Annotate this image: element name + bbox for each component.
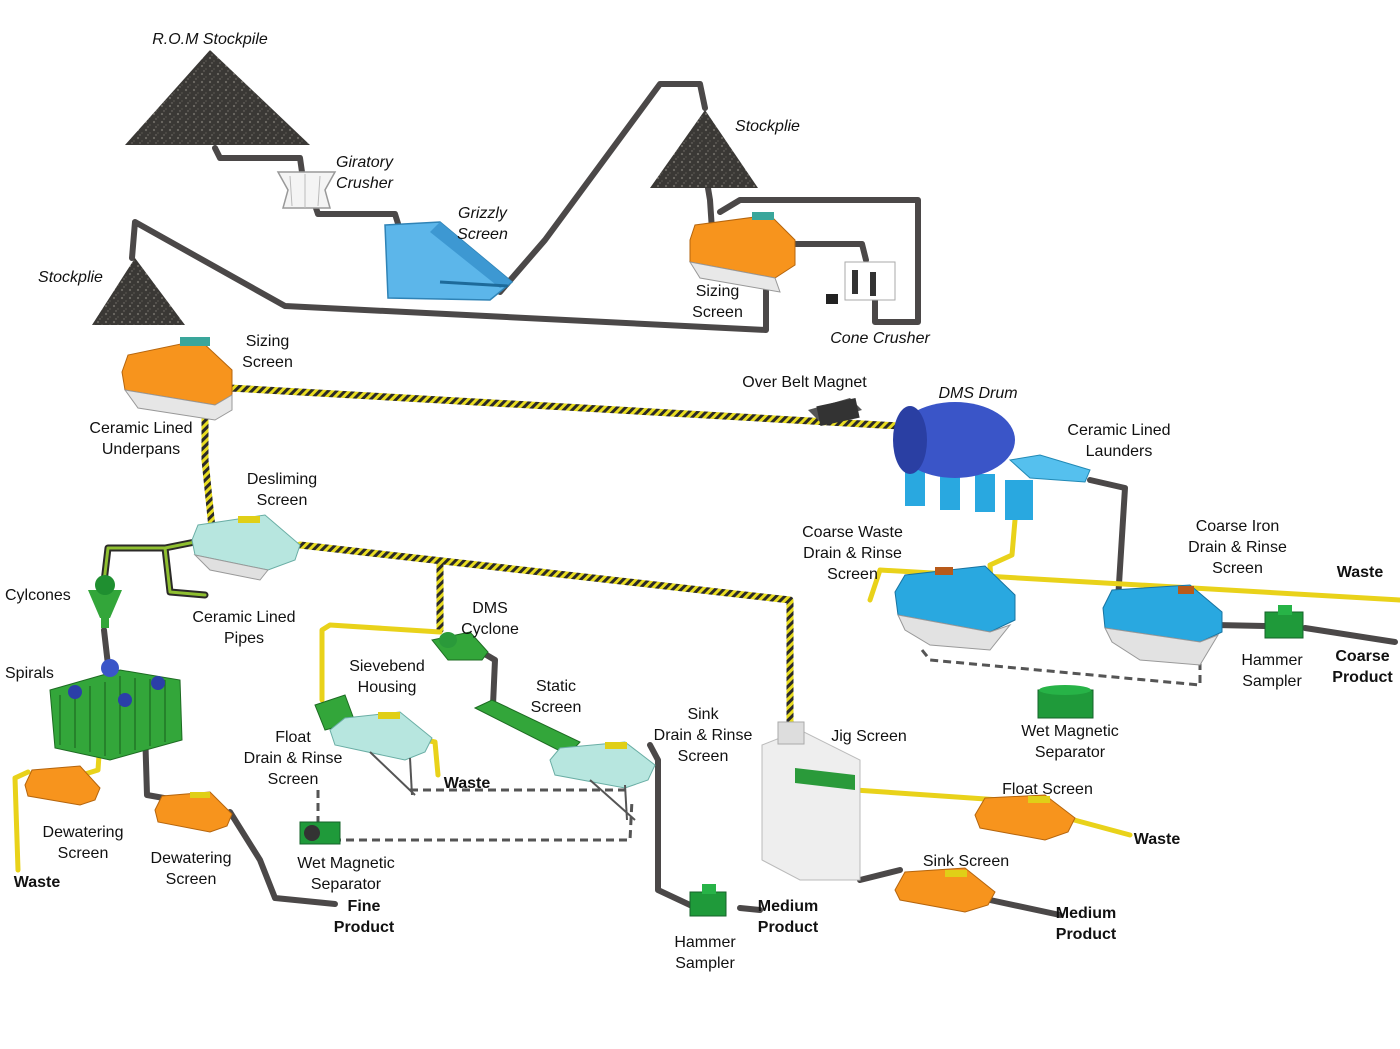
label-ceramic-lined-launders: Ceramic Lined Launders <box>1067 422 1171 460</box>
label-wet-magnetic-separator-right: Wet Magnetic Separator <box>1021 723 1119 761</box>
hammer-sampler-bottom <box>689 884 727 917</box>
label-dewatering-screen-2: Dewatering Screen <box>150 850 232 888</box>
wet-magnetic-separator-left <box>299 821 341 845</box>
label-waste-left: Waste <box>13 874 61 891</box>
top-stockpile-heap <box>650 110 758 188</box>
wet-magnetic-separator-right <box>1037 685 1094 719</box>
spirals <box>49 659 183 761</box>
label-wet-magnetic-separator-left: Wet Magnetic Separator <box>297 855 395 893</box>
jig-screen <box>761 721 861 881</box>
belt-jig-to-sink <box>857 867 903 883</box>
sizing-screen-left <box>121 337 233 421</box>
cyclones <box>88 575 122 628</box>
label-stockplie-top: Stockplie <box>735 118 800 135</box>
label-static-screen: Static Screen <box>530 678 582 716</box>
label-float-drain-rinse-screen: Float Drain & Rinse Screen <box>243 729 343 788</box>
label-cylcones: Cylcones <box>5 587 71 604</box>
label-waste-middle: Waste <box>443 775 491 792</box>
pipe-left-waste <box>12 769 31 873</box>
belt-grizzly-to-stockpile <box>497 81 708 295</box>
desliming-screen <box>191 514 301 581</box>
belt-sizing-to-left-stockpile <box>129 219 769 333</box>
pipe-coarse-waste-to-waste <box>867 567 1400 603</box>
label-ceramic-lined-pipes: Ceramic Lined Pipes <box>192 609 296 647</box>
label-grizzly-screen: Grizzly Screen <box>457 205 508 243</box>
static-screen <box>473 699 581 756</box>
belt-dewater-to-fine <box>227 809 338 907</box>
pipe-sizing-to-drum <box>226 384 1009 436</box>
label-ceramic-lined-underpans: Ceramic Lined Underpans <box>89 420 193 458</box>
label-hammer-sampler-bottom: Hammer Sampler <box>674 934 736 972</box>
float-screen <box>974 794 1076 841</box>
ceramic-pipes <box>201 384 1009 729</box>
label-waste-right: Waste <box>1336 564 1384 581</box>
coarse-iron-screen <box>1102 584 1223 666</box>
label-over-belt-magnet: Over Belt Magnet <box>742 374 867 391</box>
label-medium-product-1: Medium Product <box>757 898 819 936</box>
grizzly-screen <box>384 221 514 301</box>
dms-drum <box>893 402 1091 520</box>
left-stockpile-heap <box>92 258 185 325</box>
label-coarse-iron-screen: Coarse Iron Drain & Rinse Screen <box>1188 518 1287 577</box>
pipe-dms-to-sievebend <box>319 622 443 703</box>
cone-crusher <box>826 261 896 304</box>
belt-sizing-to-cone <box>777 241 869 263</box>
label-waste-jig: Waste <box>1133 831 1181 848</box>
sizing-screen-top <box>688 212 796 293</box>
label-fine-product: Fine Product <box>333 898 395 936</box>
pipe-desliming-to-jig <box>296 541 794 729</box>
belt-sampler-to-medium <box>737 905 763 913</box>
belt-drum-launder <box>1087 477 1128 603</box>
belt-sampler-to-coarse <box>1302 625 1398 645</box>
over-belt-magnet <box>808 398 862 426</box>
label-medium-product-2: Medium Product <box>1055 905 1117 943</box>
label-sizing-screen-top: Sizing Screen <box>692 283 743 321</box>
giratory-crusher <box>276 171 337 209</box>
label-sink-screen: Sink Screen <box>922 853 1010 870</box>
rom-stockpile-heap <box>125 50 310 145</box>
label-desliming-screen: Desliming Screen <box>246 471 318 509</box>
belt-coarse-to-sampler <box>1212 622 1268 629</box>
label-cone-crusher: Cone Crusher <box>830 330 930 347</box>
label-dms-drum: DMS Drum <box>938 385 1018 402</box>
belt-crusher-to-grizzly <box>313 205 403 233</box>
label-jig-screen: Jig Screen <box>831 728 907 745</box>
sink-screen <box>894 867 996 913</box>
label-sink-drain-rinse-screen: Sink Drain & Rinse Screen <box>653 706 753 765</box>
coarse-waste-screen <box>894 565 1016 651</box>
label-dewatering-screen-1: Dewatering Screen <box>42 824 124 862</box>
belt-cyclone-to-spirals <box>101 627 111 668</box>
belt-stockpile-to-sizing <box>705 185 715 233</box>
label-dms-cyclone: DMS Cyclone <box>461 600 519 638</box>
label-giratory-crusher: Giratory Crusher <box>336 154 393 192</box>
sink-drain-rinse-screen <box>549 741 656 821</box>
label-coarse-product: Coarse Product <box>1332 648 1393 686</box>
belt-sink-to-medium <box>987 897 1063 918</box>
belt-static-to-sampler <box>647 742 693 908</box>
label-hammer-sampler-right: Hammer Sampler <box>1241 652 1303 690</box>
hammer-sampler-right <box>1264 605 1304 639</box>
label-sievebend-housing: Sievebend Housing <box>349 658 425 696</box>
label-float-screen: Float Screen <box>1002 781 1093 798</box>
label-rom-stockpile: R.O.M Stockpile <box>152 31 268 48</box>
label-stockplie-left: Stockplie <box>38 269 103 286</box>
float-drain-rinse-screen <box>314 694 433 796</box>
label-sizing-screen-left: Sizing Screen <box>242 333 293 371</box>
dewatering-screen-right <box>154 791 233 833</box>
dewatering-screen-left <box>24 765 101 806</box>
dms-cyclone <box>431 631 489 661</box>
belt-rom-to-crusher <box>212 145 305 175</box>
label-coarse-waste-screen: Coarse Waste Drain & Rinse Screen <box>802 524 903 583</box>
belt-cone-loop <box>717 197 921 325</box>
label-spirals: Spirals <box>5 665 54 682</box>
